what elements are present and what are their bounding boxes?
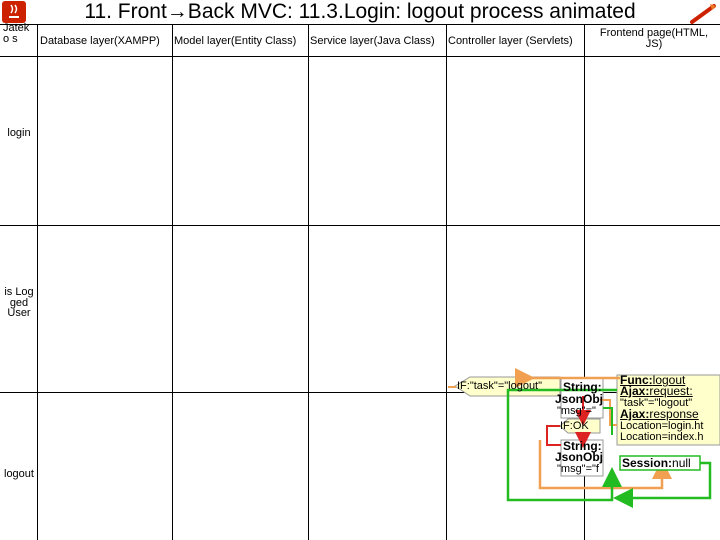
string-label-1: String: xyxy=(563,380,602,394)
msg-label-1: "msg"=" xyxy=(557,405,596,417)
func-logout-line: Func:logout xyxy=(620,373,686,387)
func-prefix: Func: xyxy=(620,373,653,387)
orange-flow-response xyxy=(600,399,617,426)
location-index-line: Location=index.h xyxy=(620,431,704,443)
header-controller: Controller layer (Servlets) xyxy=(448,35,573,47)
ajax-response-value: response xyxy=(649,407,699,421)
task-param-line: "task"="logout" xyxy=(620,397,693,409)
session-value: null xyxy=(672,456,691,470)
func-name: logout xyxy=(652,373,686,387)
ajax-request-value: request: xyxy=(649,384,693,398)
orange-flow-bottom xyxy=(538,440,672,490)
header-corner: Jatek o s xyxy=(3,23,38,45)
row-label-logout: logout xyxy=(4,468,34,480)
page-title: 11. Front→Back MVC: 11.3.Login: logout p… xyxy=(84,0,636,23)
header-database: Database layer(XAMPP) xyxy=(40,35,160,47)
session-box xyxy=(619,455,701,471)
location-login-line: Location=login.ht xyxy=(620,420,704,432)
red-flow-left xyxy=(546,425,561,446)
ajax-response-line: Ajax:response xyxy=(620,407,699,421)
grid-lines xyxy=(0,24,720,540)
if-task-logout-text: IF:"task"="logout" xyxy=(457,380,543,392)
if-ok-label: IF:OK xyxy=(560,420,589,432)
header-frontend: Frontend page(HTML, JS) xyxy=(599,27,709,50)
green-flow-ok xyxy=(603,407,613,435)
row-label-is-logged-user: is Log ged User xyxy=(4,286,34,319)
session-line: Session:null xyxy=(622,456,691,470)
string-label-2: String: xyxy=(563,439,602,453)
frontend-func-box xyxy=(616,374,720,446)
row-label-login: login xyxy=(7,127,31,139)
if-task-logout-label: IF:"task"="logout" xyxy=(457,381,542,392)
json-obj-label-2: JsonObj xyxy=(555,450,604,464)
session-label: Session: xyxy=(622,456,673,470)
green-flow-request xyxy=(506,388,622,502)
json-obj-label-1: JsonObj xyxy=(555,392,604,406)
ajax-request-label: Ajax: xyxy=(620,384,650,398)
header-model: Model layer(Entity Class) xyxy=(174,35,297,47)
header-corner-label: Jatek o s xyxy=(3,22,30,45)
msg-label-2: "msg"="f xyxy=(557,463,599,475)
java-logo-icon xyxy=(2,1,26,23)
green-flow-session xyxy=(613,461,712,508)
magic-wand-icon xyxy=(690,4,716,24)
ajax-request-line: Ajax:request: xyxy=(620,384,693,398)
header-service: Service layer(Java Class) xyxy=(310,35,435,47)
ajax-response-label: Ajax: xyxy=(620,407,650,421)
